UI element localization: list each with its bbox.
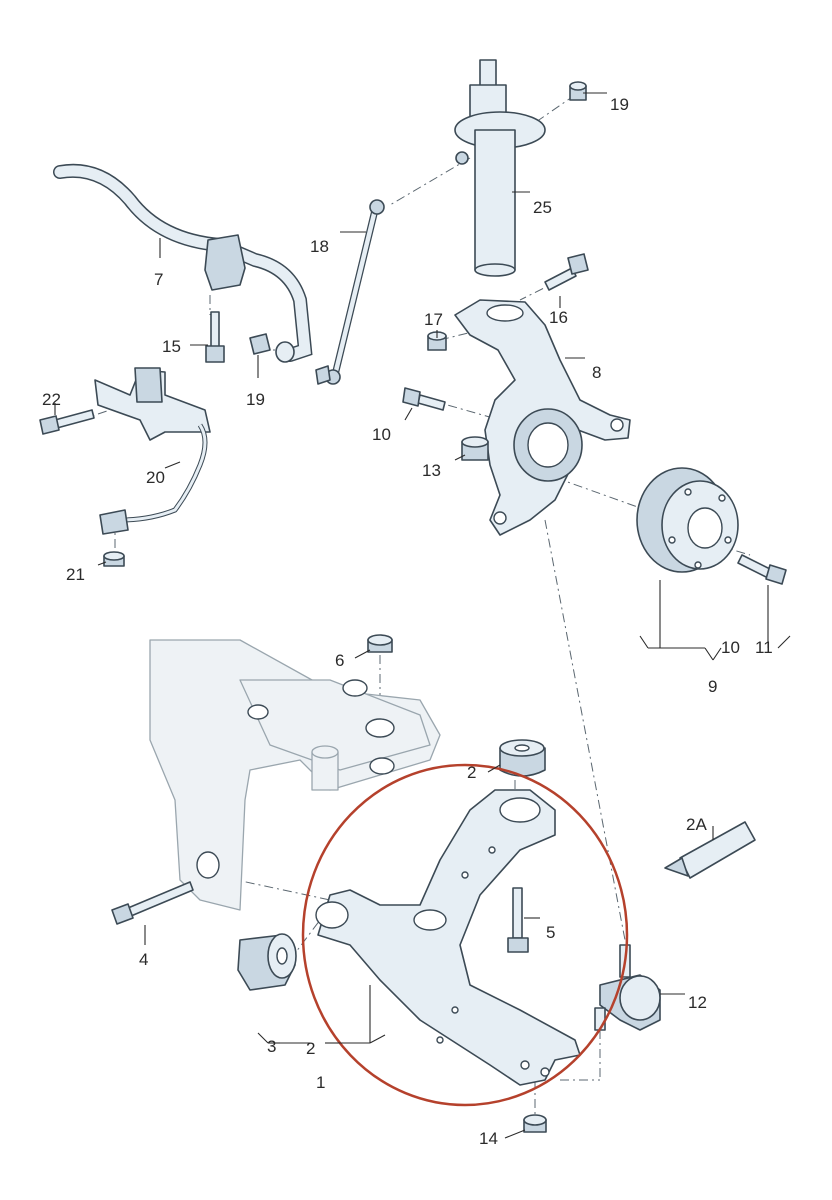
callout-10-hub: 10 [721,638,740,657]
nut-19-top [569,81,587,101]
ball-joint [594,944,661,1031]
nut-13 [461,436,489,461]
coupling-rod [315,199,385,385]
subframe [149,639,441,911]
callout-13: 13 [422,461,441,480]
callout-14: 14 [479,1129,498,1148]
callout-1: 1 [316,1073,325,1092]
steering-knuckle [454,299,631,536]
callout-19-left: 19 [246,390,265,409]
callout-2-upper: 2 [467,763,476,782]
callout-10: 10 [372,425,391,444]
callout-17: 17 [424,310,443,329]
callout-2a: 2A [686,815,707,834]
callout-25: 25 [533,198,552,217]
callout-8: 8 [592,363,601,382]
callout-4: 4 [139,950,148,969]
strut [454,59,546,277]
callout-5: 5 [546,923,555,942]
callout-7: 7 [154,270,163,289]
bolt-10 [402,387,446,411]
nut-21 [103,551,125,567]
callout-20: 20 [146,468,165,487]
nut-14 [523,1114,547,1133]
callouts: 19 25 18 7 16 17 8 15 19 10 13 22 20 21 … [42,95,773,1148]
bolt-16 [544,253,589,291]
stabilizer-bar [53,163,313,363]
bolt-4 [111,881,194,925]
leader-lines [54,92,791,1139]
control-arm [315,789,581,1086]
highlight-circle [301,763,629,1107]
callout-18: 18 [310,237,329,256]
bolt-15 [205,311,225,363]
wheel-hub [636,467,739,573]
level-sensor [94,367,211,535]
callout-3: 3 [267,1037,276,1056]
callout-2-lower: 2 [306,1039,315,1058]
nut-6 [367,634,393,653]
callout-15: 15 [162,337,181,356]
callout-6: 6 [335,651,344,670]
callout-19-top: 19 [610,95,629,114]
callout-22: 22 [42,390,61,409]
bolt-11 [737,554,787,585]
front-bushing [237,933,297,991]
callout-21: 21 [66,565,85,584]
callout-12: 12 [688,993,707,1012]
bolt-22 [39,409,95,435]
callout-16: 16 [549,308,568,327]
callout-9: 9 [708,677,717,696]
callout-11: 11 [755,638,773,657]
grease-tube [664,821,756,879]
nut-19-left [249,333,271,355]
bolt-5 [507,887,529,953]
